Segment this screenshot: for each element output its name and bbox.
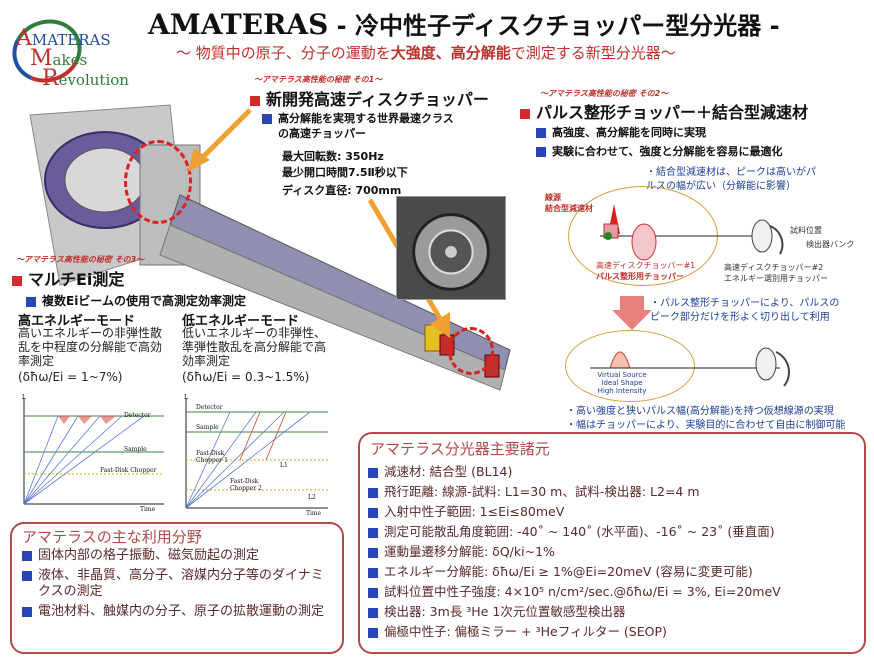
use-item: 液体、非晶質、高分子、溶媒内分子等のダイナミクスの測定 xyxy=(22,568,332,600)
blue-square-icon xyxy=(22,550,32,561)
disk-chopper-spec-1: 最大回転数: 350Hz xyxy=(282,150,384,163)
spec-item: 検出器: 3m長 ³He 1次元位置敏感型検出器 xyxy=(368,602,781,622)
specs-panel: アマテラス分光器主要諸元 減速材: 結合型 (BL14) 飛行距離: 線源-試料… xyxy=(358,432,866,654)
disk-chopper-bullet: 高分解能を実現する世界最速クラス xyxy=(262,110,454,126)
plot2-axis-l: L xyxy=(184,394,188,401)
red-square-icon xyxy=(520,108,530,119)
source-label: 線源結合型減速材 xyxy=(545,193,593,213)
plot2-chopper1-label: Fast-Disk Chopper 1 xyxy=(196,450,228,464)
uses-title: アマテラスの主な利用分野 xyxy=(22,528,202,546)
red-square-icon xyxy=(250,95,260,106)
blue-square-icon xyxy=(368,587,378,598)
high-energy-tof-plot xyxy=(23,398,164,505)
high-energy-mode-body: 高いエネルギーの非弾性散乱を中程度の分解能で高効率測定 xyxy=(18,326,163,368)
blue-square-icon xyxy=(368,547,378,558)
plot1-detector-label: Detector xyxy=(124,412,151,419)
plot2-chopper2-label: Fast-Disk Chopper 2 xyxy=(230,478,262,492)
plot2-l2-label: L2 xyxy=(308,494,316,501)
spec-item: 減速材: 結合型 (BL14) xyxy=(368,462,781,482)
blue-square-icon xyxy=(26,296,36,307)
blue-square-icon xyxy=(368,467,378,478)
plot2-axis-time: Time xyxy=(306,510,322,517)
logo-line-2: Makes xyxy=(30,46,88,71)
amateras-logo: AMATERAS Makes Revolution xyxy=(3,8,138,93)
logo-line-3: Revolution xyxy=(42,66,129,91)
multi-ei-bullet: 複数Eiビームの使用で高測定効率測定 xyxy=(26,292,246,309)
blue-square-icon xyxy=(22,606,32,617)
pointer-arrows xyxy=(188,108,450,338)
secret-1-label: 〜アマテラス高性能の秘密 その1〜 xyxy=(254,75,383,84)
spec-item: 測定可能散乱角度範囲: -40˚ ~ 140˚ (水平面)、-16˚ ~ 23˚… xyxy=(368,522,781,542)
logo-line-1: AMATERAS xyxy=(16,26,111,51)
spec-item: 入射中性子範囲: 1≤Ei≤80meV xyxy=(368,502,781,522)
spec-item: 偏極中性子: 偏極ミラー + ³Heフィルター (SEOP) xyxy=(368,622,781,642)
high-energy-mode-title: 高エネルギーモード xyxy=(18,314,136,329)
disk-chopper-heading: 新開発高速ディスクチョッパー xyxy=(250,86,489,110)
blue-square-icon xyxy=(536,147,546,157)
spec-item: 運動量遷移分解能: δQ/ki~1% xyxy=(368,542,781,562)
use-item: 電池材料、触媒内の分子、原子の拡散運動の測定 xyxy=(22,604,332,620)
plot2-sample-label: Sample xyxy=(196,424,219,431)
page-subtitle: 〜 物質中の原子、分子の運動を大強度、高分解能で測定する新型分光器〜 xyxy=(176,44,676,62)
down-arrow-icon xyxy=(612,296,652,330)
chopper-photo xyxy=(396,196,506,300)
pulse-note-2: ・パルス整形チョッパーにより、パルスのピーク部分だけを形よく切り出して利用 xyxy=(650,298,840,323)
virtual-source-schematic xyxy=(590,347,790,387)
multi-ei-heading: マルチEi測定 xyxy=(12,266,124,290)
use-item: 固体内部の格子振動、磁気励起の測定 xyxy=(22,548,332,564)
blue-square-icon xyxy=(22,570,32,581)
blue-square-icon xyxy=(262,114,272,124)
spec-item: エネルギー分解能: δħω/Ei ≥ 1%@Ei=20meV (容易に変更可能) xyxy=(368,562,781,582)
plot1-sample-label: Sample xyxy=(124,446,147,453)
spec-item: 飛行距離: 線源-試料: L1=30 m、試料-検出器: L2=4 m xyxy=(368,482,781,502)
pulse-note-3: ・高い強度と狭いパルス幅(高分解能)を持つ仮想線源の実現・幅はチョッパーにより、… xyxy=(566,406,846,431)
pulse-bullet-1: 高強度、高分解能を同時に実現 xyxy=(536,124,706,140)
detector-bank-label: 検出器バンク xyxy=(806,240,855,249)
plot1-chopper-label: Fast-Disk Chopper xyxy=(100,467,157,474)
secret-2-label: 〜アマテラス高性能の秘密 その2〜 xyxy=(540,89,669,98)
pulse-bullet-2: 実験に合わせて、強度と分解能を容易に最適化 xyxy=(536,143,782,159)
chopper-highlight-ring-2 xyxy=(448,327,494,375)
blue-square-icon xyxy=(368,567,378,578)
red-square-icon xyxy=(12,275,22,286)
uses-panel: アマテラスの主な利用分野 固体内部の格子振動、磁気励起の測定 液体、非晶質、高分… xyxy=(10,522,344,654)
plot1-axis-l: L xyxy=(22,394,26,401)
blue-square-icon xyxy=(368,527,378,538)
low-energy-mode-range: (δħω/Ei = 0.3~1.5%) xyxy=(182,370,310,384)
low-energy-mode-body: 低いエネルギーの非弾性、準弾性散乱を高分解能で高効率測定 xyxy=(182,326,327,368)
disk-chopper-spec-3: ディスク直径: 700mm xyxy=(282,184,402,197)
pulse-shaping-heading: パルス整形チョッパー＋結合型減速材 xyxy=(520,99,808,123)
specs-title: アマテラス分光器主要諸元 xyxy=(370,440,550,458)
disk-chopper-bullet-cont: の高速チョッパー xyxy=(278,127,366,140)
high-energy-mode-range: (δħω/Ei = 1~7%) xyxy=(18,370,123,384)
chopper-highlight-ring-1 xyxy=(124,140,192,224)
secret-3-label: 〜アマテラス高性能の秘密 その3〜 xyxy=(16,255,145,264)
blue-square-icon xyxy=(368,627,378,638)
page-title: AMATERAS - 冷中性子ディスクチョッパー型分光器 - xyxy=(148,8,780,41)
sample-position-label: 試料位置 xyxy=(790,226,822,235)
blue-square-icon xyxy=(368,607,378,618)
low-energy-mode-title: 低エネルギーモード xyxy=(182,314,300,329)
spec-item: 試料位置中性子強度: 4×10⁵ n/cm²/sec.@δħω/Ei = 3%,… xyxy=(368,582,781,602)
low-energy-tof-plot xyxy=(185,398,328,509)
plot2-l1-label: L1 xyxy=(280,462,288,469)
pulse-diagram-2 xyxy=(565,330,695,402)
disk-chopper-spec-2: 最少開口時間7.5Ⅱ秒以下 xyxy=(282,166,408,179)
pulse-note-1: ・結合型減速材は、ピークは高いがパルスの幅が広い（分解能に影響） xyxy=(646,167,816,192)
uses-list: 固体内部の格子振動、磁気励起の測定 液体、非晶質、高分子、溶媒内分子等のダイナミ… xyxy=(22,548,332,620)
specs-list: 減速材: 結合型 (BL14) 飛行距離: 線源-試料: L1=30 m、試料-… xyxy=(368,462,781,642)
blue-square-icon xyxy=(536,128,546,138)
pulse-schematic xyxy=(600,204,784,261)
blue-square-icon xyxy=(368,507,378,518)
plot1-axis-time: Time xyxy=(140,506,156,513)
plot2-detector-label: Detector xyxy=(196,404,223,411)
blue-square-icon xyxy=(368,487,378,498)
